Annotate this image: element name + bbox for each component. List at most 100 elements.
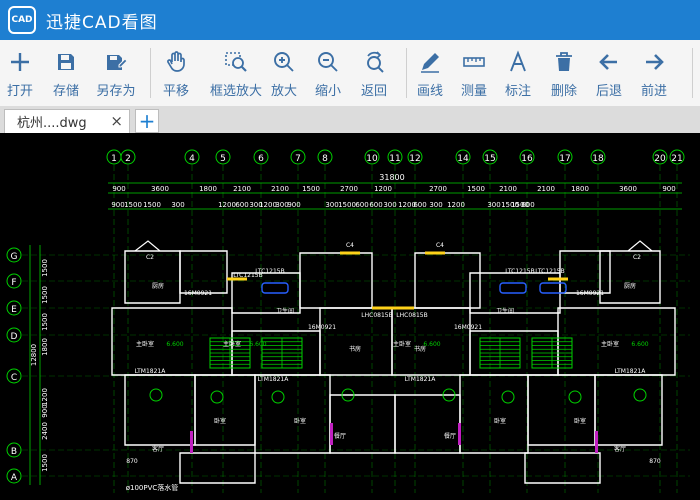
axis-bubble — [6, 468, 22, 484]
toolbar-label: 打开 — [6, 84, 33, 99]
add-tab-button[interactable]: + — [135, 109, 159, 133]
door-mark — [595, 431, 598, 453]
dimension-text: 900 — [662, 185, 675, 193]
axis-label: E — [11, 305, 17, 315]
axis-bubble — [215, 149, 231, 165]
toolbar-label: 平移 — [162, 84, 189, 99]
dimension-text: 2100 — [271, 185, 289, 193]
window — [548, 277, 568, 281]
save-as-icon — [107, 55, 128, 70]
zoom-out-icon — [318, 52, 338, 72]
hand-icon — [167, 51, 185, 72]
wall — [254, 374, 331, 454]
wall — [599, 250, 661, 304]
door-mark — [330, 423, 333, 445]
dimension-text: 1500 — [511, 201, 529, 209]
door-label: LTC1215B — [535, 268, 564, 275]
redo-button[interactable]: 前进 — [634, 40, 674, 106]
annotate-icon — [510, 50, 526, 72]
dimension-text: 1500 — [467, 185, 485, 193]
column-marker — [341, 388, 355, 402]
door-label: LTC1215B — [233, 272, 262, 279]
dimension-text: 1500 — [41, 313, 49, 331]
undo-button[interactable]: 后退 — [589, 40, 629, 106]
stair — [479, 337, 521, 369]
room-label: 主卧室 — [393, 340, 411, 348]
dimension-text: 1500 — [41, 454, 49, 472]
door-label: LTM1821A — [405, 376, 437, 383]
wall — [524, 452, 601, 484]
toolbar-label: 删除 — [550, 84, 577, 99]
save-as-button[interactable]: 另存为 — [92, 40, 140, 106]
wall — [179, 250, 228, 294]
room-label: 餐厅 — [334, 432, 346, 440]
toolbar-label: 缩小 — [314, 84, 341, 99]
wall — [527, 374, 596, 446]
room-label: 卧室 — [574, 417, 586, 425]
draw-line-button[interactable]: 画线 — [410, 40, 450, 106]
axis-label: 6 — [258, 154, 264, 164]
room-label: 主卧室 — [601, 340, 619, 348]
dimension-text: 900 — [112, 185, 125, 193]
open-button[interactable]: 打开 — [0, 40, 40, 106]
window — [425, 251, 445, 255]
tab-file[interactable]: 杭州....dwg × — [4, 109, 130, 133]
box-zoom-button[interactable]: 框选放大 — [206, 40, 266, 106]
dimension-text: 2700 — [429, 185, 447, 193]
toolbar: 打开存储另存为平移 框选放大放大缩小返回画线测量标注 删除后退前进 — [0, 40, 700, 107]
room-label: 客厅 — [614, 445, 626, 453]
stair — [209, 337, 251, 369]
plus-icon: + — [138, 109, 156, 133]
column-marker — [501, 390, 515, 404]
door-mark — [190, 431, 193, 453]
close-icon[interactable]: × — [110, 112, 123, 130]
axis-bubble — [6, 327, 22, 343]
save-icon — [58, 54, 74, 70]
axis-bubble — [253, 149, 269, 165]
dimension-text: 600 — [355, 201, 368, 209]
column-marker — [633, 388, 647, 402]
title-bar: CAD 迅捷CAD看图 — [0, 0, 700, 40]
column-marker — [271, 390, 285, 404]
dimension-text: 2400 — [41, 422, 49, 440]
axis-label: 12 — [409, 154, 420, 164]
app-title: 迅捷CAD看图 — [46, 12, 158, 33]
axis-bubble — [455, 149, 471, 165]
room-label: 卫生间 — [496, 307, 514, 315]
door-label: LTM1821A — [258, 376, 290, 383]
axis-label: 20 — [654, 154, 666, 164]
box-zoom-icon — [225, 52, 247, 72]
toolbar-label: 标注 — [504, 84, 531, 99]
axis-bubble — [6, 247, 22, 263]
dimension-text: 2100 — [233, 185, 251, 193]
dimension-text: 300 — [325, 201, 338, 209]
door-label: LHC0815B — [396, 312, 427, 319]
dimension-text: 3600 — [619, 185, 637, 193]
dimension-text: 31800 — [379, 173, 404, 182]
room-label: 卫生间 — [276, 307, 294, 315]
door-label: LTM1821A — [615, 368, 647, 375]
annotate-button[interactable]: 标注 — [498, 40, 538, 106]
axis-label: A — [11, 473, 18, 483]
arrow-left-icon — [599, 54, 617, 70]
measure-button[interactable]: 测量 — [454, 40, 494, 106]
dimension-text: 300 — [275, 201, 288, 209]
room-label: 6.600 — [423, 341, 440, 348]
axis-bubble — [669, 149, 685, 165]
room-label: 6.600 — [166, 341, 183, 348]
dimension-text: 900 — [111, 201, 124, 209]
delete-button[interactable]: 删除 — [544, 40, 584, 106]
pan-button[interactable]: 平移 — [156, 40, 196, 106]
axis-label: 10 — [366, 154, 378, 164]
dimension-text: 1500 — [501, 201, 519, 209]
dimension-text: 1500 — [302, 185, 320, 193]
dimension-text: 300 — [429, 201, 442, 209]
zoom-out-button[interactable]: 缩小 — [308, 40, 348, 106]
zoom-in-button[interactable]: 放大 — [264, 40, 304, 106]
save-button[interactable]: 存储 — [46, 40, 86, 106]
plus-icon — [11, 53, 29, 71]
dimension-text: 1200 — [259, 201, 277, 209]
return-button[interactable]: 返回 — [354, 40, 394, 106]
